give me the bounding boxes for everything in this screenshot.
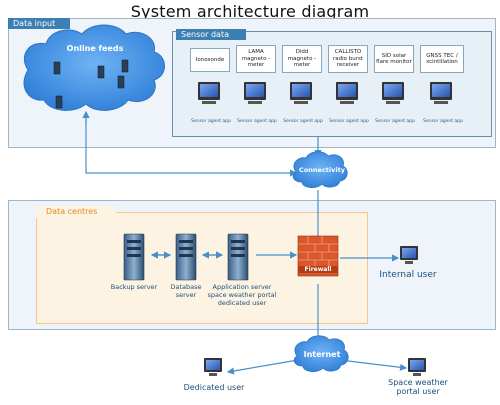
sensor-agent-label: Sensor agent app	[329, 119, 369, 124]
sensor-label-gnss: GNSS TEC / scintillation	[420, 45, 464, 73]
feed-server-icons	[53, 59, 129, 109]
sensor-label-callisto: CALLISTO radio burst receiver	[328, 45, 368, 73]
sensor-label-didd: Didd magneto -meter	[282, 45, 322, 73]
data-centres-tag: Data centres	[36, 206, 116, 218]
sensor-label-ionosonde: Ionosonde	[190, 48, 230, 72]
sensor-label-lama: LAMA magneto -meter	[236, 45, 276, 73]
internal-user-label: Internal user	[379, 270, 437, 280]
application-server-label: Application server space weather portal …	[207, 283, 277, 307]
sensor-agent-label: Sensor agent app	[237, 119, 277, 124]
sensor-agent-label: Sensor agent app	[375, 119, 415, 124]
dedicated-user-label: Dedicated user	[183, 383, 245, 392]
backup-server-label: Backup server	[110, 283, 158, 291]
online-feeds-cloud	[23, 24, 165, 111]
connectivity-cloud	[292, 151, 348, 188]
portal-user-computer-icon	[408, 358, 426, 376]
portal-user-label: Space weather portal user	[388, 378, 448, 396]
sensor-agent-label: Sensor agent app	[283, 119, 323, 124]
database-server-icon	[175, 233, 197, 281]
sensor-agent-label: Sensor agent app	[423, 119, 463, 124]
sensor-agent-label: Sensor agent app	[191, 119, 231, 124]
sensor-label-sid: SID solar flare monitor	[374, 45, 414, 73]
diagram-title: System architecture diagram	[130, 2, 370, 21]
backup-server-icon	[123, 233, 145, 281]
internet-cloud	[293, 335, 349, 372]
sensor-data-tag: Sensor data	[176, 29, 246, 40]
connector-lines	[82, 110, 408, 375]
internal-user-computer-icon	[400, 246, 418, 264]
online-feeds-label: Online feeds	[66, 44, 124, 53]
connectivity-label: Connectivity	[299, 166, 345, 174]
firewall-label: Firewall	[298, 266, 338, 273]
data-input-tag: Data input	[8, 18, 70, 29]
application-server-icon	[227, 233, 249, 281]
internet-label: Internet	[303, 350, 341, 359]
dedicated-user-computer-icon	[204, 358, 222, 376]
sensor-computers	[198, 82, 452, 104]
database-server-label: Database server	[170, 283, 202, 299]
